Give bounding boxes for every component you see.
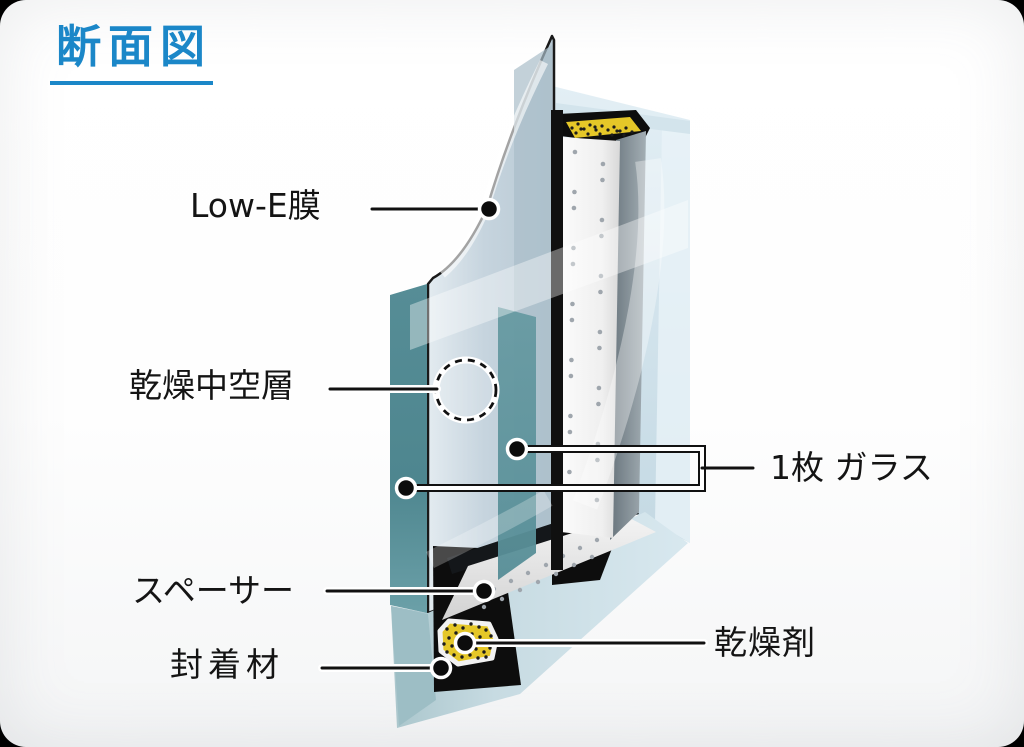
dot-glass-top — [505, 437, 529, 461]
dot-desiccant — [453, 631, 477, 655]
label-single-glass: 1枚 ガラス — [770, 448, 933, 487]
dot-glass-bottom — [394, 476, 418, 500]
page-title-underline — [50, 81, 213, 85]
dot-low-e — [477, 197, 501, 221]
reflection-sheen-lower — [425, 490, 553, 569]
label-sealant: 封着材 — [170, 645, 284, 684]
spacer-inner-shadow-face — [610, 131, 646, 540]
desiccant-top-speckles — [570, 122, 634, 137]
spacer-front-face — [561, 137, 620, 538]
back-pane-right-sheen — [655, 121, 690, 543]
label-dry-air-layer: 乾燥中空層 — [129, 366, 294, 405]
page-title: 断面図 — [56, 20, 213, 73]
callout-dots — [394, 197, 529, 680]
spacer-bottom-bar — [442, 516, 656, 620]
leader-lines — [318, 205, 755, 672]
desiccant-top-fill — [566, 117, 641, 138]
dot-spacer — [472, 579, 496, 603]
dot-sealant — [429, 656, 453, 680]
label-desiccant: 乾燥剤 — [714, 623, 816, 662]
reflection-band — [410, 200, 688, 350]
front-pane-left-edge — [390, 284, 427, 613]
label-spacer: スペーサー — [132, 571, 295, 610]
spacer-left-black-edge — [551, 110, 563, 570]
label-low-e-film: Low-E膜 — [190, 186, 321, 225]
